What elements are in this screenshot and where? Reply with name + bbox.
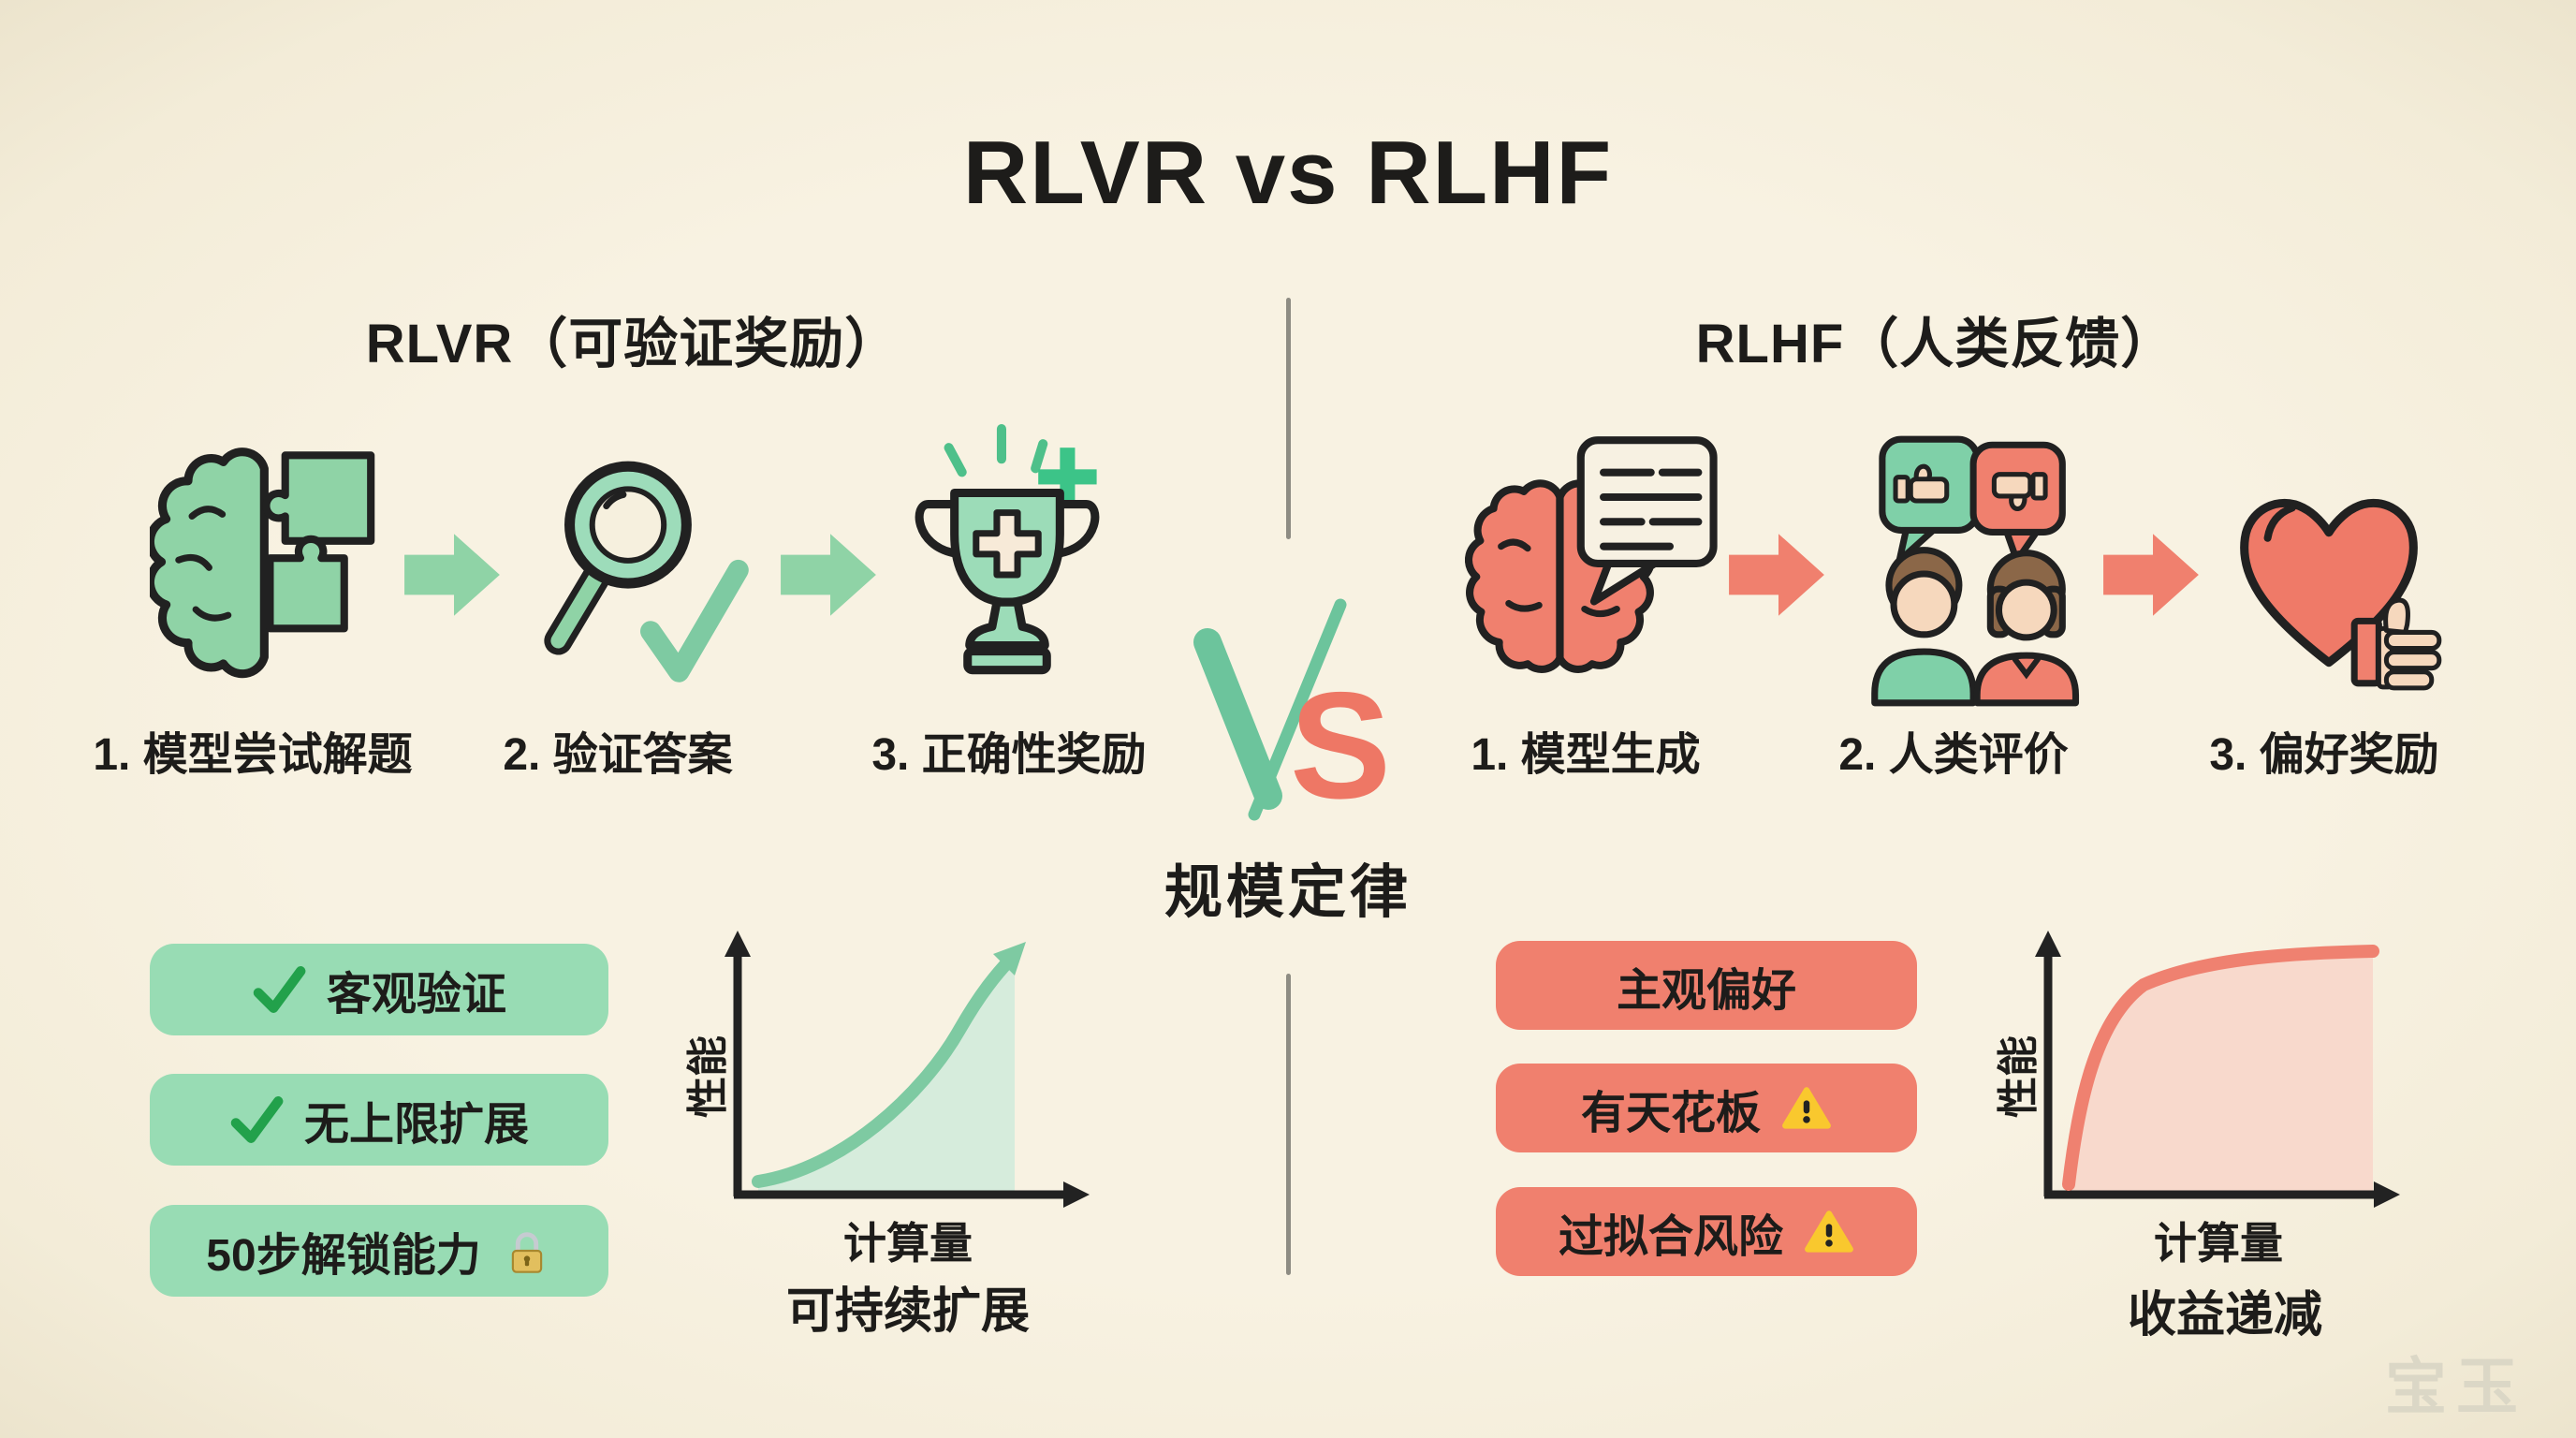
chart-caption: 可持续扩展 <box>785 1284 1030 1339</box>
arrow-right-icon <box>781 534 876 616</box>
magnifier-check-icon <box>544 461 749 682</box>
vs-v-glyph <box>1193 628 1282 810</box>
badge-objective-verification: 客观验证 <box>150 944 608 1035</box>
arrow-right-icon <box>1729 534 1824 616</box>
thumbs-up-icon <box>1893 463 1950 504</box>
scaling-law-label: 规模定律 <box>1164 860 1412 925</box>
watermark: 宝玉 <box>2385 1352 2527 1421</box>
rlvr-scaling-chart <box>724 931 1090 1208</box>
badge-overfitting-risk: 过拟合风险 <box>1496 1187 1917 1276</box>
y-axis-label: 性能 <box>1996 1035 2042 1118</box>
step-label: 2. 验证答案 <box>503 730 733 780</box>
check-icon <box>230 1096 284 1143</box>
badge-label: 无上限扩展 <box>303 1100 529 1150</box>
badge-label: 50步解锁能力 <box>206 1231 481 1281</box>
vs-s-glyph: S <box>1290 661 1391 827</box>
step-label: 2. 人类评价 <box>1838 730 2069 780</box>
arrow-right-icon <box>404 534 500 616</box>
rlhf-diminishing-chart <box>2035 931 2400 1208</box>
warning-icon <box>1782 1086 1831 1129</box>
y-axis-label: 性能 <box>685 1035 731 1118</box>
vs-emblem: S <box>1193 598 1391 827</box>
top-divider <box>1286 298 1291 539</box>
step-label: 3. 偏好奖励 <box>2209 730 2439 780</box>
bottom-divider <box>1286 974 1291 1275</box>
arrow-right-icon <box>2103 534 2199 616</box>
step-label: 1. 模型生成 <box>1471 730 1701 780</box>
right-column-header: RLHF（人类反馈） <box>1695 314 2176 374</box>
x-axis-label: 计算量 <box>2154 1219 2283 1268</box>
people-feedback-icon <box>1871 435 2080 707</box>
badge-label: 有天花板 <box>1580 1088 1761 1138</box>
badge-label: 客观验证 <box>326 970 506 1020</box>
left-column-header: RLVR（可验证奖励） <box>365 314 900 374</box>
check-icon <box>253 966 306 1013</box>
badge-unlimited-scaling: 无上限扩展 <box>150 1074 608 1166</box>
thumbs-down-icon <box>1991 472 2048 511</box>
step-label: 1. 模型尝试解题 <box>93 730 413 780</box>
brain-chat-icon <box>1465 436 1718 673</box>
chart-caption: 收益递减 <box>2127 1288 2322 1343</box>
heart-thumbsup-icon <box>2240 499 2442 691</box>
badge-has-ceiling: 有天花板 <box>1496 1064 1917 1152</box>
warning-icon <box>1805 1210 1853 1253</box>
lock-icon <box>511 1232 542 1273</box>
brain-puzzle-icon <box>150 448 375 679</box>
badge-50-steps-unlock: 50步解锁能力 <box>150 1205 608 1297</box>
badge-label: 过拟合风险 <box>1558 1211 1783 1262</box>
trophy-icon <box>915 424 1100 675</box>
badge-subjective-preference: 主观偏好 <box>1496 941 1917 1030</box>
x-axis-label: 计算量 <box>843 1219 973 1268</box>
step-label: 3. 正确性奖励 <box>871 730 1147 780</box>
page-title: RLVR vs RLHF <box>962 123 1614 223</box>
badge-label: 主观偏好 <box>1616 965 1796 1016</box>
